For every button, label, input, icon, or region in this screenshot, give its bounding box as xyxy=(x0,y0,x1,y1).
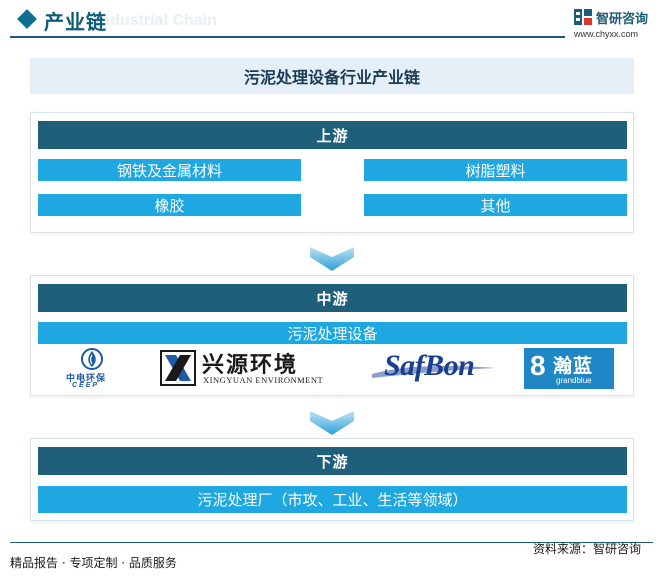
safbon-logo: SafBon xyxy=(384,349,475,382)
ceep-logo-cn: 中电环保 xyxy=(66,374,107,384)
safbon-swoosh-icon xyxy=(372,366,496,378)
upstream-label: 上游 xyxy=(38,121,627,149)
down-arrow-icon xyxy=(310,411,354,435)
grandblue-logo-en: grandblue xyxy=(556,376,592,385)
chyxx-logo-icon xyxy=(574,9,592,25)
upstream-item: 橡胶 xyxy=(38,194,301,216)
upstream-item: 树脂塑料 xyxy=(364,159,627,181)
brand-url: www.chyxx.com xyxy=(574,29,639,39)
upstream-item: 其他 xyxy=(364,194,627,216)
brand-name: 智研咨询 xyxy=(596,12,649,27)
grandblue-logo-cn: 瀚蓝 xyxy=(553,355,594,377)
midstream-panel: 中游 污泥处理设备 xyxy=(30,275,634,396)
downstream-panel: 下游 污泥处理厂（市攻、工业、生活等领域） xyxy=(30,438,634,521)
midstream-item: 污泥处理设备 xyxy=(38,322,627,344)
chart-main-title: 污泥处理设备行业产业链 xyxy=(30,58,634,94)
upstream-item: 钢铁及金属材料 xyxy=(38,159,301,181)
midstream-label: 中游 xyxy=(38,284,627,312)
upstream-panel: 上游 钢铁及金属材料 树脂塑料 橡胶 其他 xyxy=(30,112,634,233)
footer-slogan: 精品报告 · 专项定制 · 品质服务 xyxy=(10,556,177,570)
xingyuan-logo-en: XINGYUAN ENVIRONMENT xyxy=(203,375,324,385)
ceep-logo-en: CEEP xyxy=(72,382,100,389)
xingyuan-logo-icon xyxy=(160,350,196,386)
header-title: 产业链 xyxy=(44,10,107,34)
footer-divider xyxy=(10,542,653,543)
grandblue-logo-mark: 8 xyxy=(530,350,546,381)
diamond-icon xyxy=(17,9,37,29)
footer-source: 资料来源：智研咨询 xyxy=(533,542,642,556)
downstream-label: 下游 xyxy=(38,447,627,475)
page-header: Industrial Chain 产业链 智研咨询 www.chyxx.com xyxy=(0,0,663,40)
header-divider xyxy=(10,36,565,38)
downstream-item: 污泥处理厂（市攻、工业、生活等领域） xyxy=(38,486,627,513)
ceep-logo-icon xyxy=(81,348,103,370)
xingyuan-logo-cn: 兴源环境 xyxy=(202,353,299,378)
header-subtitle-en: Industrial Chain xyxy=(96,12,217,29)
down-arrow-icon xyxy=(310,247,354,271)
brand: 智研咨询 www.chyxx.com xyxy=(574,7,659,39)
grandblue-logo-box xyxy=(524,348,614,389)
